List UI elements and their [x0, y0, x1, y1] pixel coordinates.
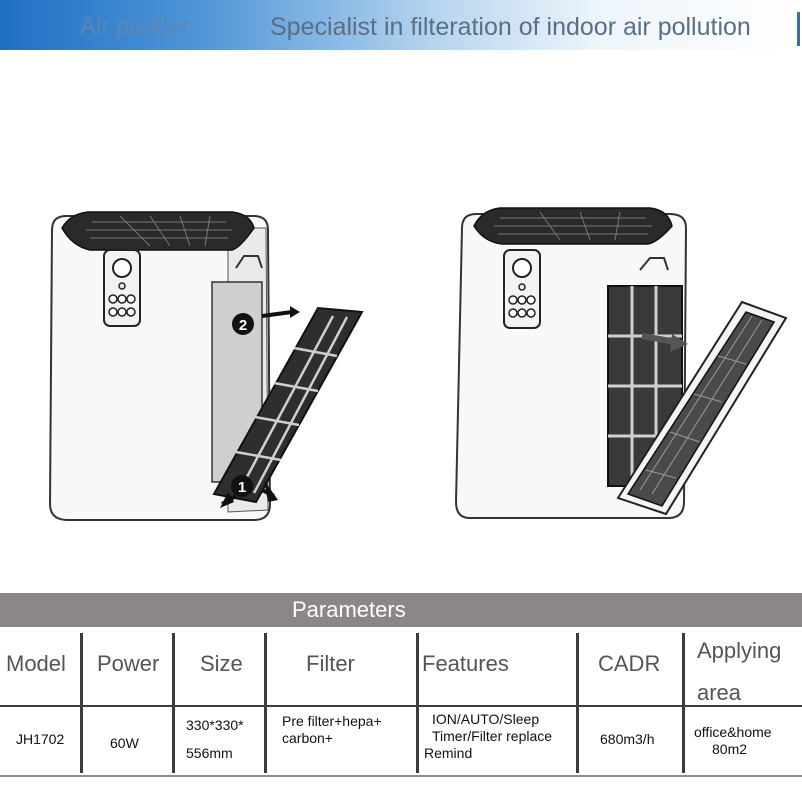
- cell-cadr: 680m3/h: [600, 731, 655, 747]
- cell-features-line2: Timer/Filter replace: [432, 728, 553, 744]
- filter-replacement-illustration: 2 1: [48, 207, 788, 521]
- column-divider: [682, 633, 685, 773]
- cell-power: 60W: [110, 735, 139, 751]
- cell-features-line1: ION/AUTO/Sleep: [432, 711, 540, 727]
- header-filter: Filter: [306, 651, 355, 676]
- cell-area-line1: office&home: [694, 724, 772, 740]
- column-divider: [80, 633, 83, 773]
- step-1-label: 1: [238, 479, 246, 496]
- parameters-header: Parameters: [0, 593, 802, 627]
- header-size: Size: [200, 651, 243, 676]
- table-bottom-border: [0, 775, 802, 777]
- parameters-table: Model Power Size Filter Features CADR Ap…: [0, 627, 802, 777]
- cell-filter-line2: carbon+: [282, 730, 333, 746]
- header-model: Model: [6, 651, 66, 676]
- cell-size-line1: 330*330*: [186, 717, 244, 733]
- column-divider: [172, 633, 175, 773]
- column-divider: [576, 633, 579, 773]
- banner-product-name: Air purifier: [80, 13, 190, 40]
- cell-features-line3: Remind: [424, 745, 473, 761]
- header-area: area: [697, 680, 742, 705]
- cell-size-line2: 556mm: [186, 745, 233, 761]
- left-purifier: 2 1: [48, 211, 364, 521]
- right-purifier: [454, 207, 788, 519]
- parameters-title: Parameters: [292, 597, 406, 622]
- column-divider: [264, 633, 267, 773]
- banner-divider: [797, 12, 800, 46]
- banner-tagline: Specialist in filteration of indoor air …: [270, 13, 751, 41]
- cell-filter-line1: Pre filter+hepa+: [282, 713, 382, 729]
- header-applying: Applying: [697, 638, 782, 663]
- header-cadr: CADR: [598, 651, 661, 676]
- header-features: Features: [422, 651, 509, 676]
- column-divider: [416, 633, 419, 773]
- header-power: Power: [97, 651, 160, 676]
- top-banner: Air purifier Specialist in filteration o…: [0, 0, 802, 50]
- cell-model: JH1702: [16, 731, 65, 747]
- step-2-label: 2: [239, 317, 247, 334]
- cell-area-line2: 80m2: [712, 741, 748, 757]
- row-divider: [0, 705, 802, 707]
